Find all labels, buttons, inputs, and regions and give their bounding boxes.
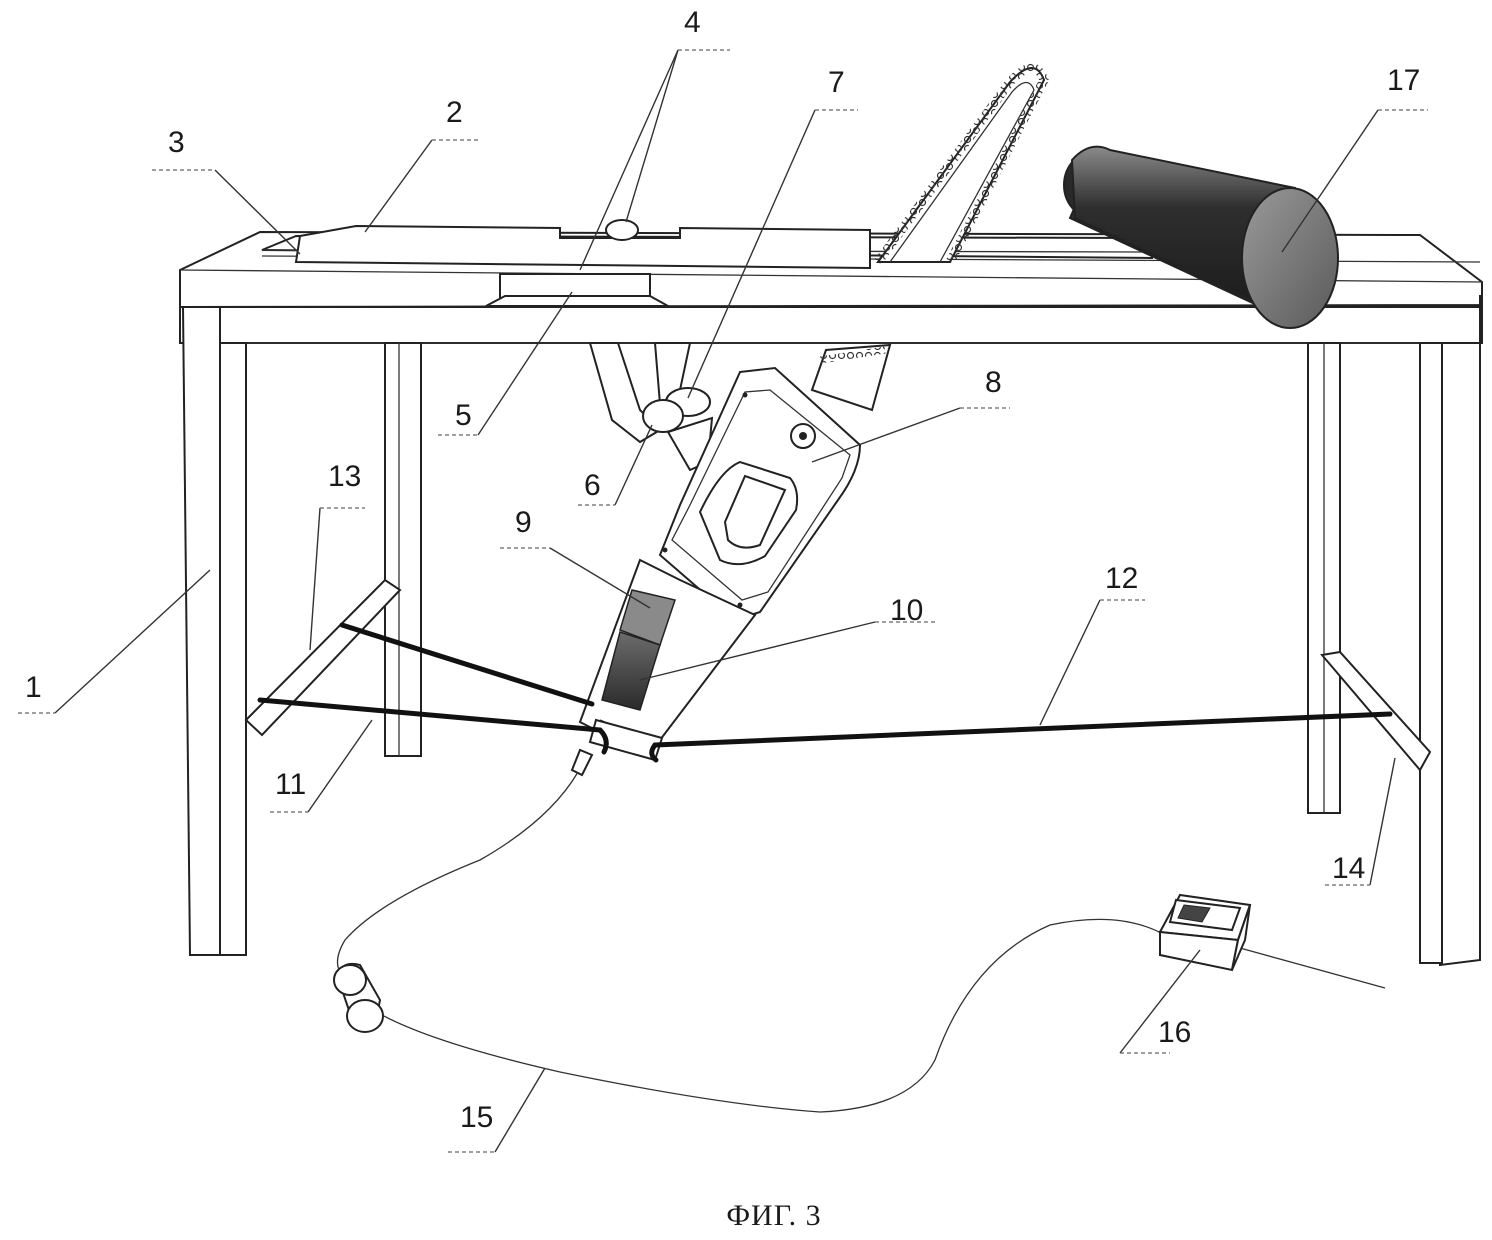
leg-front-left: [181, 306, 221, 956]
control-box: [1158, 893, 1252, 972]
label-1: 1: [25, 671, 42, 704]
label-16: 16: [1158, 1016, 1191, 1049]
label-14: 14: [1332, 852, 1365, 885]
label-8: 8: [985, 366, 1002, 399]
hinge-mechanism: [588, 342, 714, 472]
side-rail-left: [244, 578, 402, 737]
label-3: 3: [168, 126, 185, 159]
leader-lines: [18, 49, 1428, 1153]
saw-bar-upper: [874, 63, 1049, 265]
trigger-lower: [601, 631, 661, 711]
ropes: [257, 622, 1393, 763]
cable-spool: [333, 962, 384, 1033]
side-rail-right: [1320, 650, 1432, 772]
label-15: 15: [460, 1101, 493, 1134]
label-12: 12: [1105, 562, 1138, 595]
leg-rear-left: [384, 342, 422, 757]
label-6: 6: [584, 469, 601, 502]
table: [179, 219, 1483, 967]
leg-front-right: [1438, 295, 1481, 967]
label-5: 5: [455, 399, 472, 432]
chainsaw: [570, 343, 892, 777]
label-7: 7: [828, 66, 845, 99]
log: [1063, 145, 1339, 329]
label-2: 2: [446, 96, 463, 129]
figure-caption: ФИГ. 3: [726, 1199, 821, 1232]
label-4: 4: [684, 6, 701, 39]
reference-numerals: 1 2 3 4 5 6 7 8 9 10 11 12 13 14 15 16 1…: [25, 6, 1420, 1134]
label-11: 11: [275, 768, 306, 801]
label-10: 10: [890, 594, 923, 627]
power-cable: [336, 771, 1386, 1113]
sliding-plate: [294, 224, 871, 270]
label-9: 9: [515, 506, 532, 539]
rope-upper-left: [339, 622, 595, 707]
label-13: 13: [328, 460, 361, 493]
log-end-face: [1241, 187, 1339, 329]
rope-right: [652, 711, 1393, 748]
label-17: 17: [1387, 64, 1420, 97]
rope-lower-left: [257, 697, 603, 733]
